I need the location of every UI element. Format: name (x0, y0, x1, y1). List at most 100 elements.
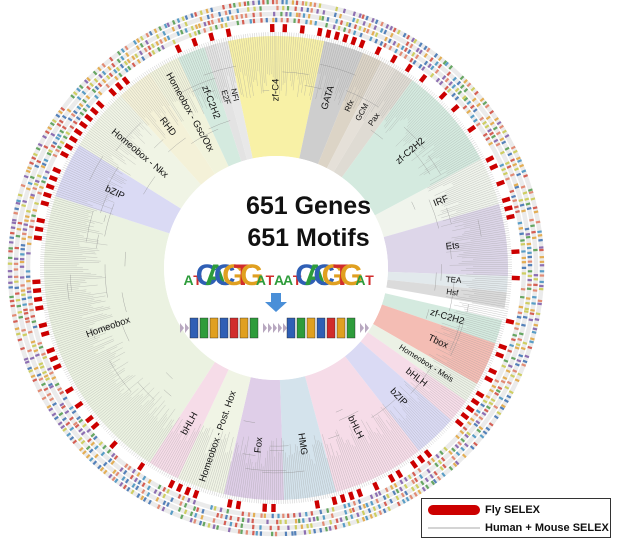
fly-selex-mark (348, 491, 355, 501)
fly-selex-mark (333, 31, 341, 41)
family-sector (360, 332, 467, 421)
legend-fly-row: Fly SELEX (422, 501, 612, 519)
fly-selex-mark (506, 213, 515, 220)
fly-selex-mark (316, 27, 323, 37)
motif-block (326, 317, 336, 339)
motif-block (189, 317, 199, 339)
logo-letter: G (240, 259, 263, 292)
fly-selex-mark (32, 288, 42, 294)
fly-selex-mark (339, 494, 347, 503)
fly-selex-mark (90, 421, 100, 431)
fly-selex-mark (314, 500, 321, 509)
spacer-chevron (273, 323, 277, 333)
legend: Fly SELEX Human + Mouse SELEX (421, 498, 611, 538)
family-sector (223, 377, 285, 500)
logo-letter: T (266, 272, 275, 288)
logo-letter: C (295, 259, 317, 292)
fly-selex-mark (109, 440, 118, 450)
fly-selex-mark (387, 473, 396, 483)
fly-selex-mark (38, 322, 48, 329)
fly-selex-mark (84, 414, 94, 424)
fly-selex-mark (33, 235, 43, 241)
fly-selex-mark (404, 63, 413, 73)
fly-selex-marks (32, 23, 520, 513)
family-label: E2F (219, 89, 232, 106)
logo-letter: A (355, 272, 365, 288)
fly-selex-mark (226, 499, 233, 508)
fly-selex-mark (95, 100, 105, 109)
fly-selex-mark (208, 32, 215, 42)
genes-count-title: 651 Genes (245, 192, 372, 220)
logo-letter: A (183, 272, 193, 288)
fly-selex-mark (501, 196, 511, 204)
fly-selex-mark (331, 496, 338, 506)
family-sector (227, 35, 325, 159)
fly-selex-mark (389, 54, 398, 64)
logo-letter: A (256, 272, 266, 288)
fly-selex-mark (52, 166, 62, 175)
family-sector (149, 57, 229, 175)
fly-selex-mark (184, 486, 192, 496)
fly-selex-mark (505, 318, 515, 325)
fly-selex-mark (356, 488, 364, 498)
fly-selex-mark (167, 479, 176, 489)
fly-selex-mark (74, 400, 84, 410)
family-label: HMG (295, 432, 309, 456)
fly-selex-mark (409, 459, 419, 469)
fly-selex-mark (262, 503, 268, 512)
fly-selex-mark (416, 454, 426, 464)
fly-selex-mark (358, 39, 366, 49)
fly-selex-mark (342, 33, 349, 43)
fly-selex-mark (488, 367, 498, 376)
fly-selex-swatch (428, 505, 480, 515)
motif-block (306, 317, 316, 339)
legend-human-label: Human + Mouse SELEX (485, 522, 609, 534)
fly-selex-mark (175, 483, 184, 493)
fly-selex-mark (42, 191, 52, 199)
motif-block (346, 317, 356, 339)
logo-letter: G (222, 259, 245, 292)
fly-selex-mark (418, 73, 428, 83)
family-sector (383, 204, 508, 277)
family-sector (386, 279, 507, 309)
family-sector (387, 271, 508, 293)
fly-selex-mark (191, 37, 199, 47)
fly-selex-mark (235, 500, 242, 510)
fly-selex-mark (68, 135, 78, 144)
fly-selex-mark (64, 386, 74, 395)
fly-selex-mark (495, 179, 506, 187)
fly-selex-mark (64, 142, 74, 151)
logo-letter: T (193, 272, 202, 288)
fly-selex-mark (121, 76, 131, 86)
family-sector (177, 47, 242, 167)
fly-selex-mark (269, 23, 275, 33)
family-label: zf-C4 (271, 79, 282, 102)
logo-letter: T (365, 272, 374, 288)
logo-letter: C (313, 259, 335, 292)
fly-selex-mark (350, 36, 358, 46)
family-sector (344, 341, 452, 451)
motif-block (286, 317, 296, 339)
fly-selex-mark (438, 91, 448, 101)
spacer-chevron (283, 323, 287, 333)
legend-human-row: Human + Mouse SELEX (422, 519, 612, 537)
motif-block (229, 317, 239, 339)
spacer-chevron (263, 323, 267, 333)
logo-letter: C (214, 259, 236, 292)
family-sector (177, 369, 251, 495)
fly-selex-mark (84, 113, 94, 123)
fly-selex-mark (192, 489, 200, 499)
spacer-chevron (278, 323, 282, 333)
fly-selex-mark (511, 249, 520, 255)
fly-selex-mark (225, 28, 232, 38)
motif-block (249, 317, 259, 339)
logo-letter: T (234, 259, 252, 292)
fly-selex-mark (498, 343, 508, 351)
fly-selex-mark (45, 183, 55, 191)
spacer-chevron (268, 323, 272, 333)
fly-selex-mark (282, 24, 288, 33)
fly-selex-mark (34, 226, 44, 233)
family-label: NFI (229, 88, 241, 103)
fly-selex-mark (52, 363, 62, 371)
